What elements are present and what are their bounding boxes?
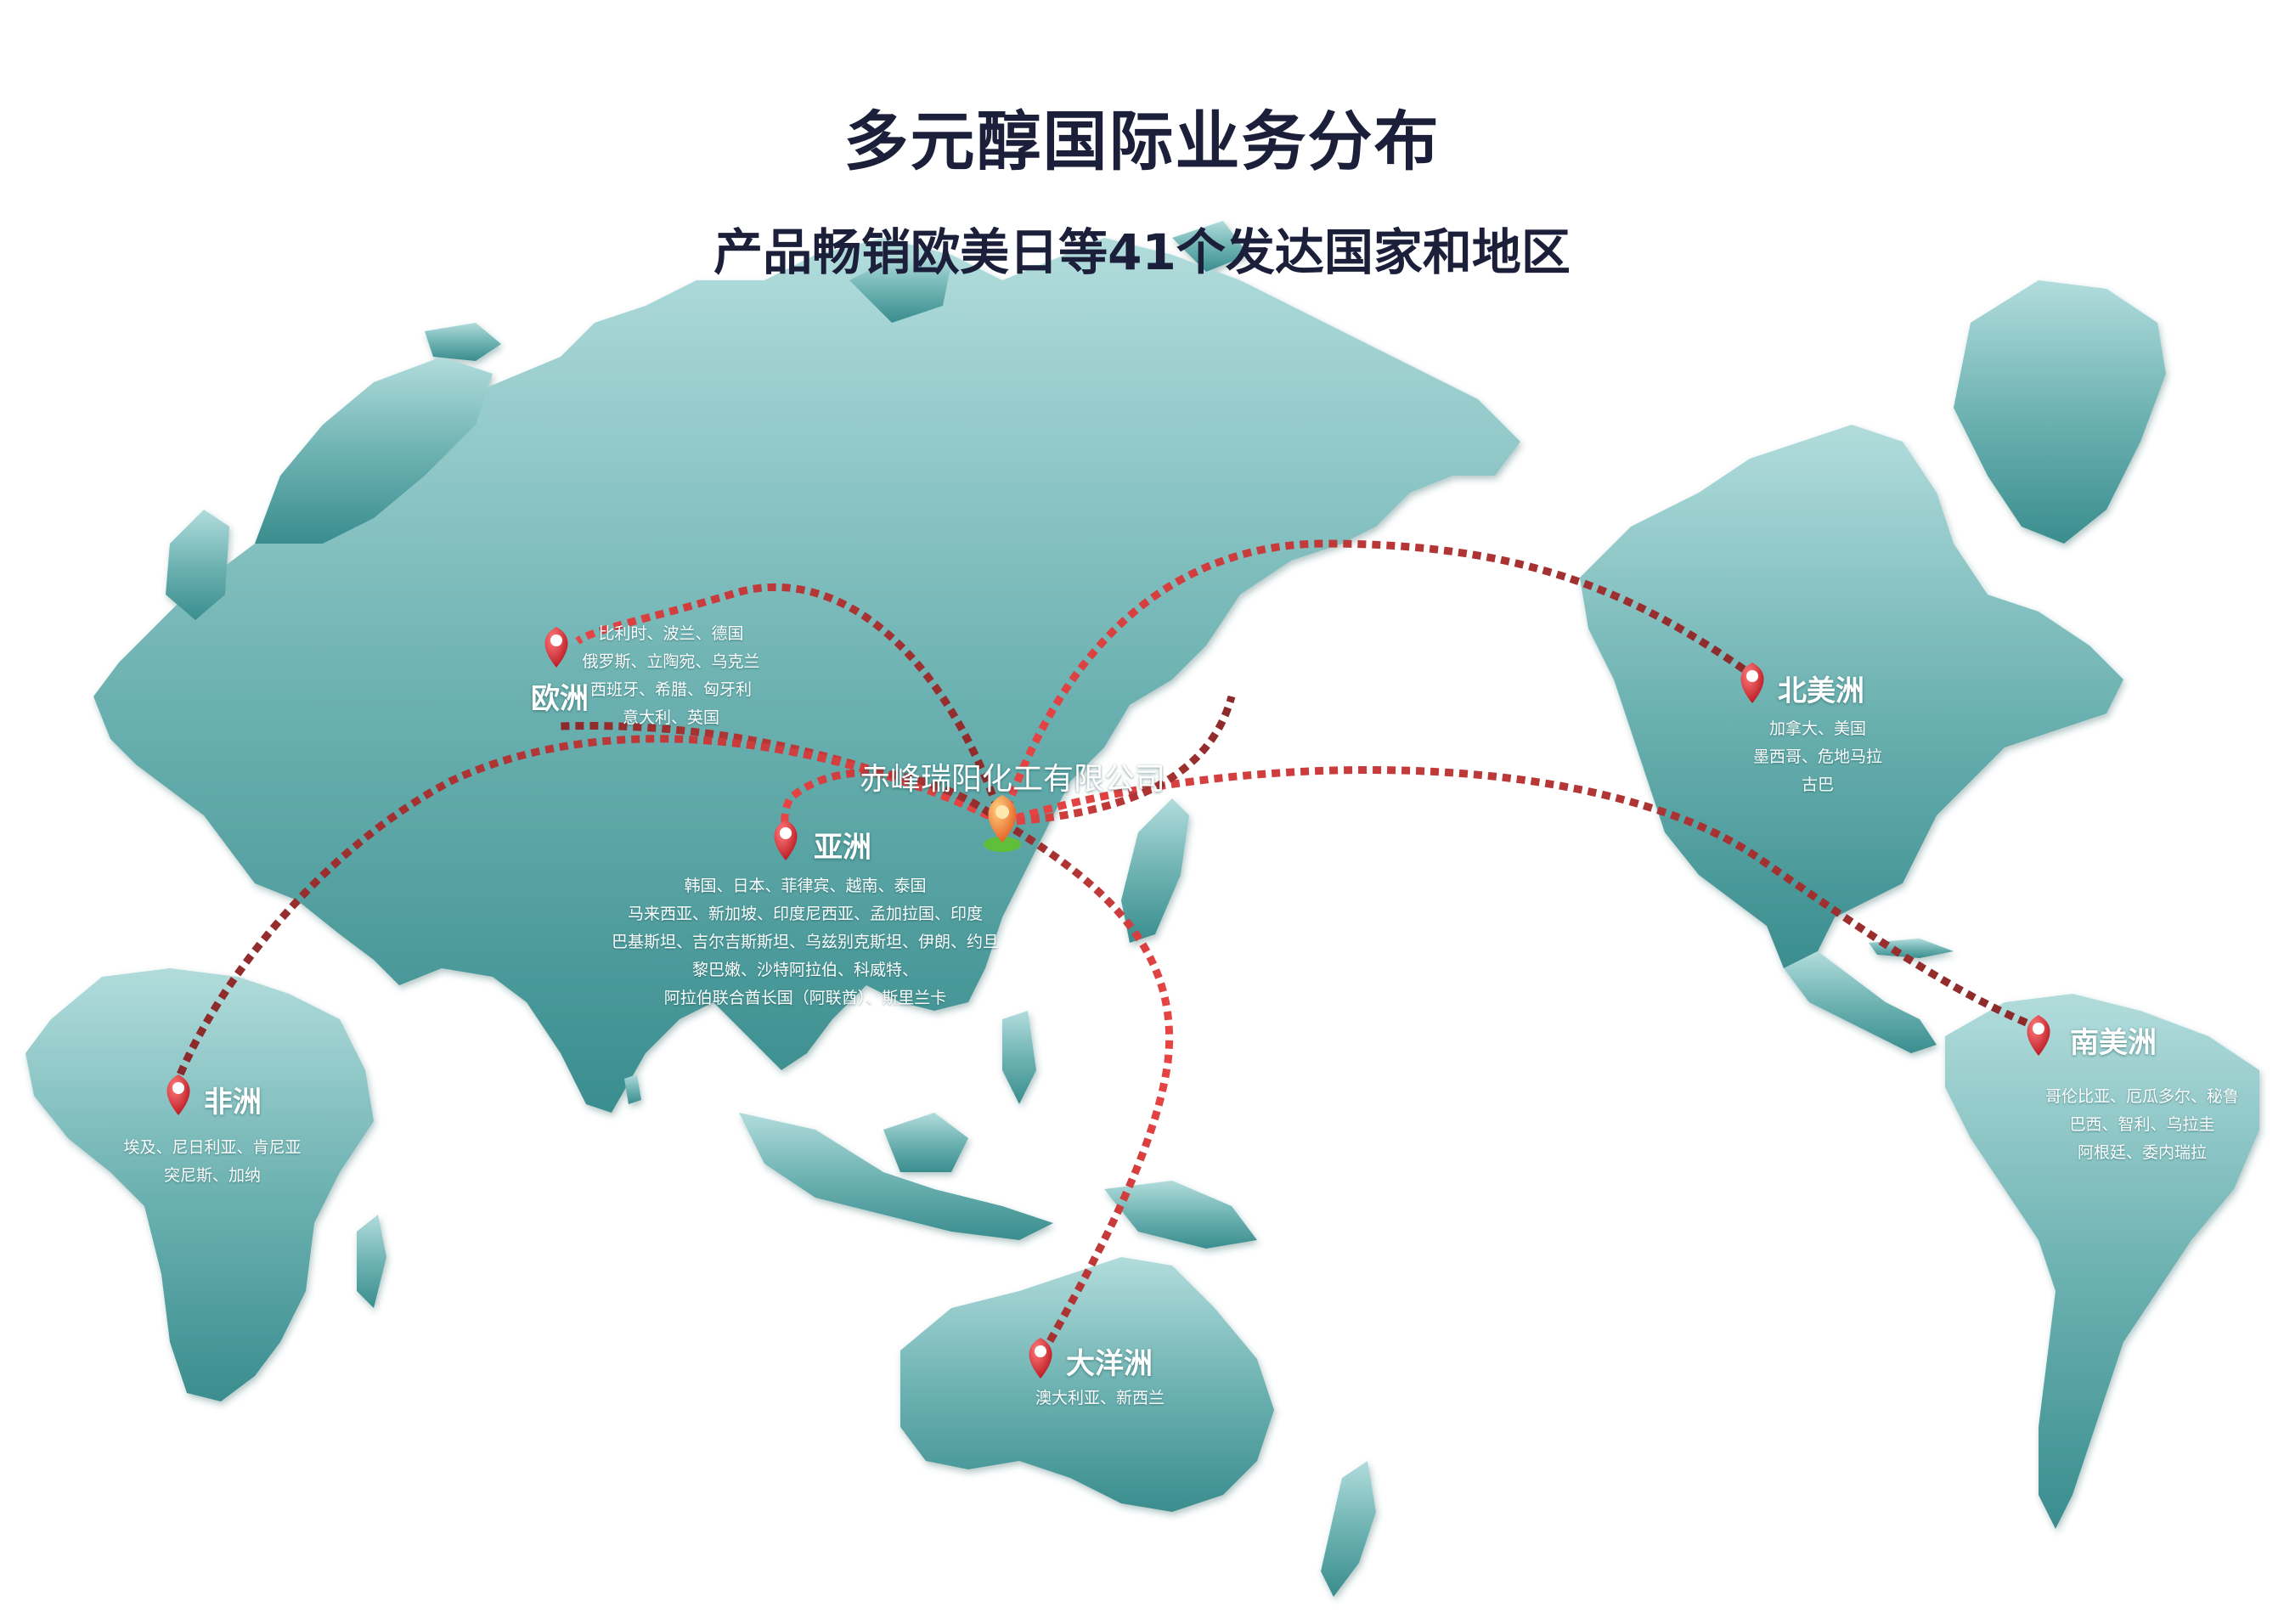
map-pin-icon	[166, 1074, 190, 1115]
route-to-africa	[174, 735, 1004, 1080]
landmass-greenland	[1954, 280, 2166, 544]
map-pin-icon	[544, 627, 568, 668]
page-title: 多元醇国际业务分布	[843, 104, 1441, 179]
country-line: 俄罗斯、立陶宛、乌克兰	[582, 652, 760, 671]
region-countries-north-america: 加拿大、美国 墨西哥、危地马拉 古巴	[1753, 715, 1882, 799]
landmass-new-zealand	[1321, 1461, 1376, 1597]
landmass-borneo	[883, 1113, 968, 1172]
map-pin-icon	[2027, 1015, 2050, 1056]
landmass-cuba	[1869, 939, 1954, 958]
landmass-madagascar	[357, 1215, 386, 1308]
country-line: 意大利、英国	[622, 708, 720, 727]
region-name-oceania: 大洋洲	[1066, 1347, 1153, 1381]
route-to-south-america	[1001, 765, 2040, 1032]
landmass-iceland	[425, 323, 501, 361]
country-line: 澳大利亚、新西兰	[1035, 1389, 1165, 1407]
country-line: 黎巴嫩、沙特阿拉伯、科威特、	[691, 961, 919, 979]
region-name-africa: 非洲	[204, 1085, 262, 1119]
route-to-europe	[575, 583, 1007, 824]
landmass-south-america	[1945, 994, 2259, 1529]
landmass-arctic-islands	[849, 255, 951, 323]
landmass-eurasia	[93, 238, 1520, 1113]
company-label: 赤峰瑞阳化工有限公司	[860, 762, 1166, 797]
map-pin-icon	[774, 820, 798, 860]
route-to-oceania	[1000, 819, 1173, 1353]
landmass-sri-lanka	[624, 1074, 641, 1104]
orange-map-pin-icon	[984, 795, 1021, 852]
country-line: 埃及、尼日利亚、肯尼亚	[123, 1138, 302, 1157]
landmass-japan	[1121, 798, 1189, 943]
landmass-uk	[166, 510, 229, 620]
country-line: 比利时、波兰、德国	[598, 624, 744, 643]
region-name-north-america: 北美洲	[1778, 674, 1864, 708]
landmass-scandinavia	[255, 357, 493, 544]
route-to-north-america	[998, 539, 1761, 824]
region-name-europe: 欧洲	[531, 682, 589, 716]
country-line: 古巴	[1801, 775, 1835, 794]
country-line: 韩国、日本、菲律宾、越南、泰国	[684, 877, 927, 895]
country-line: 阿拉伯联合酋长国（阿联酋）、斯里兰卡	[663, 989, 947, 1007]
landmass-africa	[25, 968, 374, 1401]
region-countries-oceania: 澳大利亚、新西兰	[1035, 1384, 1165, 1413]
region-pins	[166, 627, 2050, 1379]
country-line: 哥伦比亚、厄瓜多尔、秘鲁	[2044, 1087, 2240, 1106]
region-countries-europe: 比利时、波兰、德国 俄罗斯、立陶宛、乌克兰 西班牙、希腊、匈牙利 意大利、英国	[582, 620, 759, 732]
landmasses	[25, 221, 2259, 1597]
region-countries-asia: 韩国、日本、菲律宾、越南、泰国 马来西亚、新加坡、印度尼西亚、孟加拉国、印度 巴…	[612, 872, 999, 1012]
country-line: 突尼斯、加纳	[163, 1166, 262, 1185]
country-line: 巴基斯坦、吉尔吉斯斯坦、乌兹别克斯坦、伊朗、约旦	[611, 933, 1000, 951]
region-countries-africa: 埃及、尼日利亚、肯尼亚 突尼斯、加纳	[123, 1134, 301, 1190]
country-line: 西班牙、希腊、匈牙利	[589, 680, 753, 699]
region-countries-south-america: 哥伦比亚、厄瓜多尔、秘鲁 巴西、智利、乌拉圭 阿根廷、委内瑞拉	[2045, 1083, 2239, 1167]
route-to-north-america-east	[1001, 695, 1236, 826]
region-name-south-america: 南美洲	[2070, 1026, 2157, 1060]
country-line: 阿根廷、委内瑞拉	[2077, 1143, 2208, 1162]
page-subtitle: 产品畅销欧美日等41个发达国家和地区	[713, 223, 1571, 281]
landmass-arctic-islands-east	[1172, 221, 1249, 272]
landmass-australia	[900, 1257, 1274, 1512]
landmass-new-guinea	[1104, 1181, 1257, 1249]
country-line: 马来西亚、新加坡、印度尼西亚、孟加拉国、印度	[627, 905, 984, 923]
trade-routes	[174, 539, 2040, 1353]
landmass-central-america	[1784, 951, 1937, 1053]
landmass-sea-islands	[739, 1113, 1053, 1240]
country-line: 墨西哥、危地马拉	[1752, 747, 1883, 766]
country-line: 巴西、智利、乌拉圭	[2069, 1115, 2215, 1134]
landmass-philippines	[1002, 1011, 1036, 1104]
route-to-asia	[781, 769, 1005, 837]
map-pin-icon	[1740, 663, 1764, 703]
country-line: 加拿大、美国	[1768, 719, 1867, 738]
region-name-asia: 亚洲	[814, 831, 871, 865]
map-pin-icon	[1029, 1338, 1052, 1379]
